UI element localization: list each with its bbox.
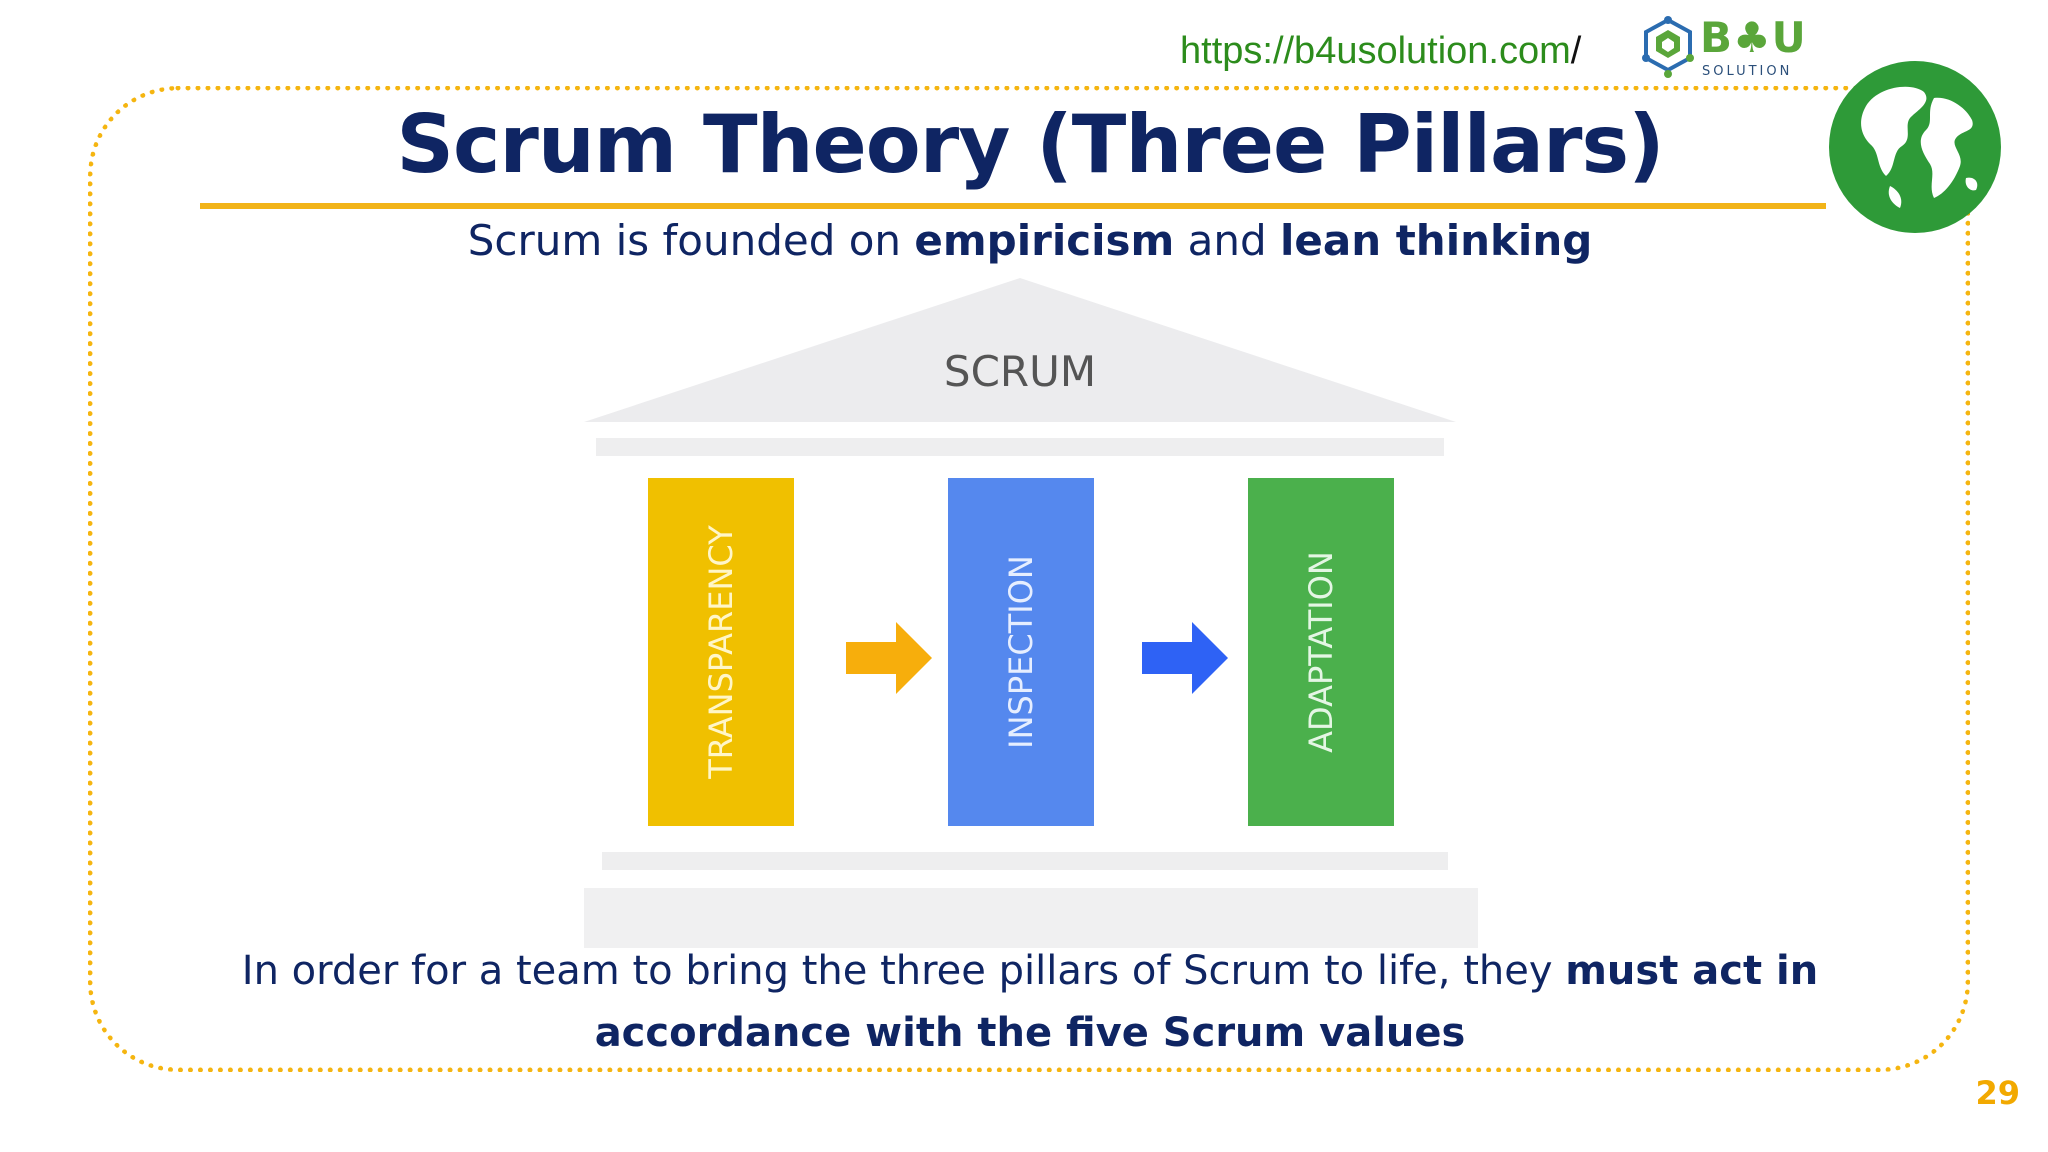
slide-title: Scrum Theory (Three Pillars) — [396, 98, 1664, 191]
temple-roof — [584, 278, 1456, 422]
pillar-inspection — [948, 478, 1094, 826]
brand-logo: B♣U SOLUTION — [1638, 14, 1806, 84]
closing-statement: In order for a team to bring the three p… — [241, 948, 1819, 1056]
cube-logo-icon — [1642, 16, 1694, 78]
slide-subtitle: Scrum is founded on empiricism and lean … — [467, 216, 1593, 265]
title-underline — [200, 203, 1826, 209]
globe-icon — [1829, 61, 2001, 233]
page-number: 29 — [1975, 1074, 2020, 1112]
pillar-inspection-label: INSPECTION — [1002, 555, 1040, 749]
arrow-right-icon — [1142, 622, 1228, 694]
scrum-temple-diagram: SCRUM TRANSPARENCY INSPECTION ADAPTATION — [584, 278, 1478, 948]
temple-beam — [596, 438, 1444, 456]
pillar-transparency-label: TRANSPARENCY — [702, 525, 740, 780]
brand-subtitle: SOLUTION — [1702, 64, 1793, 79]
dotted-frame — [88, 86, 1970, 1072]
website-url[interactable]: https://b4usolution.com/ — [1180, 30, 1582, 72]
pillar-adaptation — [1248, 478, 1394, 826]
brand-name: B♣U — [1700, 13, 1807, 62]
pillar-transparency — [648, 478, 794, 826]
roof-label: SCRUM — [944, 347, 1096, 396]
temple-step — [602, 852, 1448, 870]
arrow-right-icon — [846, 622, 932, 694]
pillar-adaptation-label: ADAPTATION — [1302, 551, 1340, 753]
temple-base — [584, 888, 1478, 948]
